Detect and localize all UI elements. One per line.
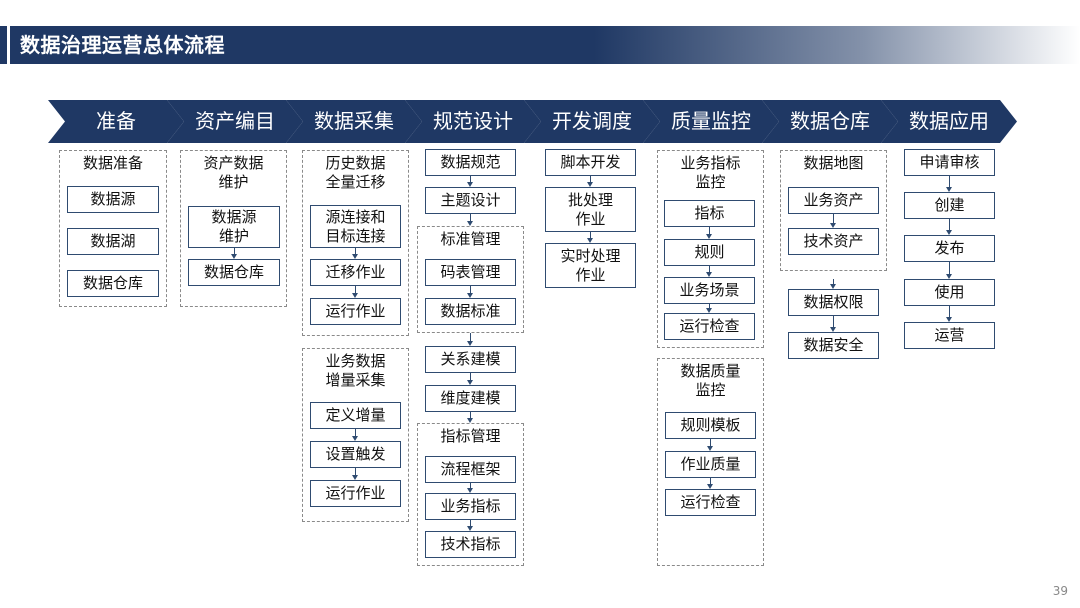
- node-box: 发布: [904, 235, 995, 262]
- page-title: 数据治理运营总体流程: [20, 33, 225, 57]
- group-heading: 历史数据 全量迁移: [325, 154, 386, 191]
- node-box: 数据湖: [67, 228, 159, 255]
- node-box: 主题设计: [425, 187, 516, 214]
- group-full-migration: [302, 150, 409, 336]
- stage-chevron-1: 准备: [48, 100, 184, 143]
- node-box: 数据标准: [425, 298, 516, 325]
- node-box: 使用: [904, 279, 995, 306]
- node-box: 数据仓库: [188, 259, 280, 286]
- group-heading: 指标管理: [440, 427, 501, 445]
- stage-label: 数据应用: [909, 109, 989, 133]
- node-box: 数据权限: [788, 289, 879, 316]
- node-box: 运行作业: [310, 298, 401, 325]
- group-heading: 业务指标 监控: [680, 154, 741, 191]
- stage-chevron-3: 数据采集: [286, 100, 422, 143]
- node-box: 业务指标: [425, 493, 516, 520]
- node-box: 指标: [664, 200, 755, 227]
- header-accent: [0, 26, 4, 64]
- node-box: 数据源: [67, 186, 159, 213]
- stage-label: 开发调度: [552, 109, 632, 133]
- node-box: 数据安全: [788, 332, 879, 359]
- node-box: 业务场景: [664, 277, 755, 304]
- node-box: 运行作业: [310, 480, 401, 507]
- header-accent-divider: [7, 26, 10, 64]
- node-box: 设置触发: [310, 441, 401, 468]
- node-box: 维度建模: [425, 385, 516, 412]
- stage-chevron-5: 开发调度: [524, 100, 660, 143]
- group-data-quality-monitor: [657, 358, 764, 566]
- node-box: 技术资产: [788, 228, 879, 255]
- group-heading: 业务数据 增量采集: [325, 352, 386, 389]
- node-box: 定义增量: [310, 402, 401, 429]
- page-number: 39: [1052, 584, 1068, 598]
- group-data-prep: [59, 150, 167, 307]
- group-standard-mgmt: [417, 226, 524, 333]
- node-box: 作业质量: [665, 451, 756, 478]
- group-indicator-mgmt: [417, 423, 524, 566]
- stage-label: 数据采集: [314, 109, 394, 133]
- stage-chevron-8: 数据应用: [881, 100, 1017, 143]
- group-heading: 标准管理: [440, 230, 501, 248]
- node-box: 数据仓库: [67, 270, 159, 297]
- node-box: 业务资产: [788, 187, 879, 214]
- group-heading: 资产数据 维护: [203, 154, 264, 191]
- stage-chevron-2: 资产编目: [167, 100, 303, 143]
- node-box: 关系建模: [425, 346, 516, 373]
- node-box: 数据源 维护: [188, 206, 280, 248]
- stage-label: 规范设计: [433, 109, 513, 133]
- node-box: 流程框架: [425, 456, 516, 483]
- node-box: 运行检查: [664, 313, 755, 340]
- group-heading: 数据质量 监控: [680, 362, 741, 399]
- stage-chevron-6: 质量监控: [643, 100, 779, 143]
- node-box: 源连接和 目标连接: [310, 205, 401, 248]
- stage-chevron-4: 规范设计: [405, 100, 541, 143]
- node-box: 数据规范: [425, 149, 516, 176]
- node-box: 创建: [904, 192, 995, 219]
- node-box: 实时处理 作业: [545, 243, 636, 288]
- group-biz-indicator-monitor: [657, 150, 764, 348]
- stage-label: 数据仓库: [790, 109, 870, 133]
- group-incremental-collect: [302, 348, 409, 522]
- node-box: 申请审核: [904, 149, 995, 176]
- node-box: 技术指标: [425, 531, 516, 558]
- node-box: 运营: [904, 322, 995, 349]
- node-box: 批处理 作业: [545, 187, 636, 232]
- node-box: 运行检查: [665, 489, 756, 516]
- stage-label: 资产编目: [195, 109, 275, 133]
- stage-label: 准备: [96, 109, 136, 133]
- header-bar: [0, 26, 1080, 64]
- group-heading: 数据准备: [82, 154, 143, 172]
- group-heading: 数据地图: [803, 154, 864, 172]
- node-box: 码表管理: [425, 259, 516, 286]
- stage-chevron-7: 数据仓库: [762, 100, 898, 143]
- node-box: 规则模板: [665, 412, 756, 439]
- stage-label: 质量监控: [671, 109, 751, 133]
- node-box: 脚本开发: [545, 149, 636, 176]
- node-box: 迁移作业: [310, 259, 401, 286]
- node-box: 规则: [664, 239, 755, 266]
- group-data-map: [780, 150, 887, 271]
- group-asset-maintain: [180, 150, 287, 307]
